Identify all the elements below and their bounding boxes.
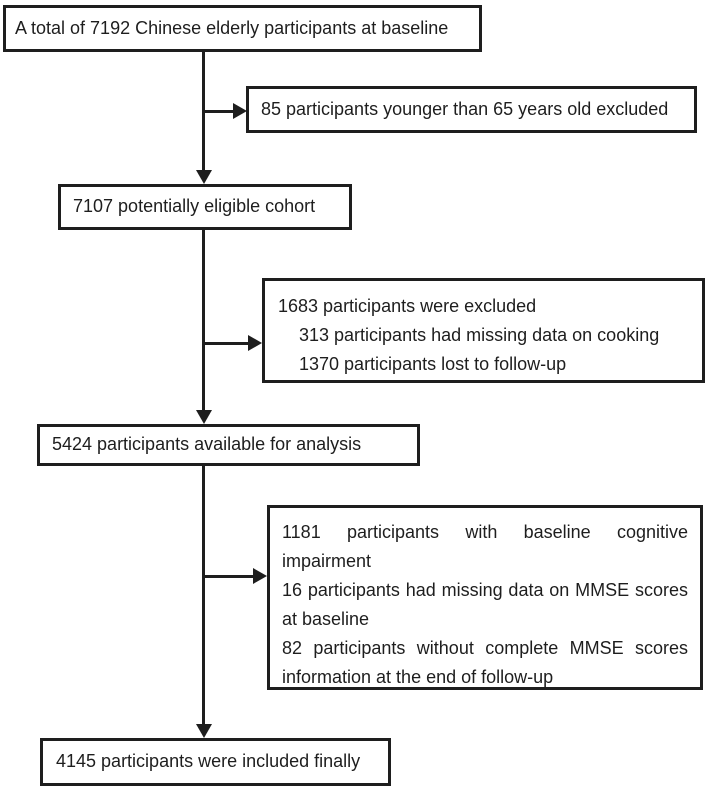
excluded-analysis-line: 16 participants had missing data on MMSE… (282, 580, 688, 600)
connector-branch-2 (203, 342, 250, 345)
excluded-analysis-line: 1181 participants with baseline cognitiv… (282, 522, 688, 542)
flow-box-excluded-cohort: 1683 participants were excluded 313 part… (262, 278, 705, 383)
arrow-right-icon-1 (233, 103, 247, 119)
connector-branch-1 (203, 110, 235, 113)
arrow-right-icon-2 (248, 335, 262, 351)
flow-box-excluded-age: 85 participants younger than 65 years ol… (246, 86, 697, 133)
excluded-cohort-line: 313 participants had missing data on coo… (299, 325, 660, 345)
flow-box-eligible: 7107 potentially eligible cohort (58, 184, 352, 230)
arrow-down-icon-3 (196, 724, 212, 738)
flow-box-baseline: A total of 7192 Chinese elderly particip… (3, 5, 482, 52)
connector-vertical-3 (202, 466, 205, 725)
flow-box-eligible-text: 7107 potentially eligible cohort (73, 196, 316, 217)
arrow-right-icon-3 (253, 568, 267, 584)
arrow-down-icon-2 (196, 410, 212, 424)
flow-box-excluded-age-text: 85 participants younger than 65 years ol… (261, 98, 669, 119)
flow-box-excluded-analysis: 1181 participants with baseline cognitiv… (267, 505, 703, 690)
flow-box-available-text: 5424 participants available for analysis (52, 434, 362, 455)
excluded-analysis-line: 82 participants without complete MMSE sc… (282, 638, 688, 658)
flow-box-final: 4145 participants were included finally (40, 738, 391, 786)
flow-box-final-text: 4145 participants were included finally (56, 751, 361, 772)
connector-branch-3 (203, 575, 255, 578)
excluded-analysis-line: at baseline (282, 609, 370, 629)
excluded-analysis-line: information at the end of follow-up (282, 667, 554, 687)
connector-vertical-2 (202, 230, 205, 411)
flow-box-baseline-text: A total of 7192 Chinese elderly particip… (15, 17, 449, 38)
flow-box-available: 5424 participants available for analysis (37, 424, 420, 466)
excluded-cohort-line: 1370 participants lost to follow-up (299, 354, 567, 374)
excluded-analysis-line: impairment (282, 551, 372, 571)
excluded-cohort-line: 1683 participants were excluded (278, 296, 537, 316)
arrow-down-icon-1 (196, 170, 212, 184)
